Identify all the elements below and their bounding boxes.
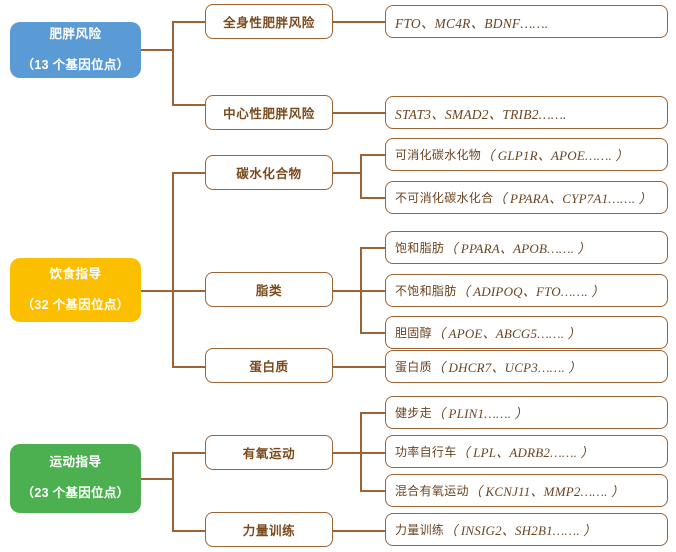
leaf-genes: （ PPARA、CYP7A1……. ） [493, 191, 652, 206]
category-label: 全身性肥胖风险 [223, 16, 315, 30]
leaf-genes: （ APOE、ABCG5……. ） [431, 326, 581, 341]
connector-cat0-to-leaf [333, 21, 385, 23]
leaf-genes: STAT3、SMAD2、TRIB2……. [395, 106, 567, 122]
connector-aerobic-spine [360, 412, 362, 491]
root-node-exercise[interactable]: 运动指导 （23 个基因位点） [10, 444, 141, 513]
leaf-genes: （ DHCR7、UCP3……. ） [431, 360, 582, 375]
root-node-title: 运动指导 [49, 455, 102, 470]
leaf-box-stat3-smad2-trib2[interactable]: STAT3、SMAD2、TRIB2……. [385, 96, 668, 129]
category-label: 力量训练 [242, 524, 296, 538]
leaf-box-cycling[interactable]: 功率自行车 （ LPL、ADRB2……. ） [385, 435, 668, 468]
connector-diet-stem [141, 290, 172, 292]
connector-aerobic-leaf-2 [360, 490, 385, 492]
leaf-genes: FTO、MC4R、BDNF……. [395, 15, 549, 31]
leaf-genes: （ KCNJ11、MMP2……. ） [468, 484, 625, 499]
connector-lipid-leaf-1 [360, 290, 385, 292]
connector-diet-to-cat-0 [172, 172, 205, 174]
connector-lipid-leaf-0 [360, 247, 385, 249]
leaf-genes: （ PLIN1……. ） [431, 406, 528, 421]
leaf-label: 健步走 [395, 406, 432, 420]
leaf-box-strength-training[interactable]: 力量训练 （ INSIG2、SH2B1……. ） [385, 513, 668, 546]
connector-protein-to-leaf [333, 366, 385, 368]
root-node-title: 饮食指导 [49, 266, 102, 281]
leaf-box-fto-mc4r-bdnf[interactable]: FTO、MC4R、BDNF……. [385, 5, 668, 38]
leaf-box-digestible-carbohydrate[interactable]: 可消化碳水化物 （ GLP1R、APOE……. ） [385, 138, 668, 171]
leaf-box-brisk-walking[interactable]: 健步走 （ PLIN1……. ） [385, 396, 668, 429]
connector-obesity-to-cat-1 [172, 104, 205, 106]
connector-exercise-to-cat-0 [172, 452, 205, 454]
leaf-genes: （ ADIPOQ、FTO……. ） [456, 284, 605, 299]
leaf-label: 蛋白质 [395, 360, 432, 374]
leaf-label: 不饱和脂肪 [395, 284, 457, 298]
leaf-label: 可消化碳水化物 [395, 148, 482, 162]
root-node-obesity[interactable]: 肥胖风险 （13 个基因位点） [10, 22, 141, 78]
connector-lipid-leaf-2 [360, 332, 385, 334]
root-node-diet[interactable]: 饮食指导 （32 个基因位点） [10, 258, 141, 322]
leaf-box-cholesterol[interactable]: 胆固醇 （ APOE、ABCG5……. ） [385, 316, 668, 349]
leaf-box-mixed-aerobic[interactable]: 混合有氧运动 （ KCNJ11、MMP2……. ） [385, 474, 668, 507]
leaf-label: 功率自行车 [395, 445, 457, 459]
connector-aerobic-stem [333, 452, 360, 454]
connector-aerobic-leaf-1 [360, 452, 385, 454]
connector-obesity-to-cat-0 [172, 21, 205, 23]
root-node-subtitle: （32 个基因位点） [21, 297, 130, 312]
connector-carb-leaf-1 [360, 197, 385, 199]
category-label: 碳水化合物 [236, 167, 302, 181]
root-node-subtitle: （13 个基因位点） [21, 57, 130, 72]
leaf-box-unsaturated-fat[interactable]: 不饱和脂肪 （ ADIPOQ、FTO……. ） [385, 274, 668, 307]
category-label: 脂类 [255, 284, 283, 298]
connector-diet-to-cat-1 [172, 290, 205, 292]
category-box-lipids[interactable]: 脂类 [205, 272, 333, 307]
connector-exercise-stem [141, 478, 172, 480]
connector-obesity-stem [141, 49, 172, 51]
connector-carb-leaf-0 [360, 154, 385, 156]
connector-carb-spine [360, 154, 362, 197]
connector-exercise-spine [172, 452, 174, 531]
root-node-title: 肥胖风险 [49, 26, 102, 41]
connector-cat1-to-leaf [333, 112, 385, 114]
connector-exercise-to-cat-1 [172, 530, 205, 532]
leaf-label: 混合有氧运动 [395, 484, 469, 498]
category-label: 蛋白质 [249, 360, 289, 374]
category-box-protein[interactable]: 蛋白质 [205, 348, 333, 383]
leaf-label: 饱和脂肪 [395, 241, 445, 255]
leaf-genes: （ LPL、ADRB2……. ） [456, 445, 594, 460]
category-box-whole-body-obesity[interactable]: 全身性肥胖风险 [205, 4, 333, 39]
connector-aerobic-leaf-0 [360, 412, 385, 414]
root-node-subtitle: （23 个基因位点） [21, 486, 130, 500]
leaf-box-protein[interactable]: 蛋白质 （ DHCR7、UCP3……. ） [385, 350, 668, 383]
category-box-strength-training[interactable]: 力量训练 [205, 512, 333, 547]
leaf-box-saturated-fat[interactable]: 饱和脂肪 （ PPARA、APOB……. ） [385, 231, 668, 264]
category-box-central-obesity[interactable]: 中心性肥胖风险 [205, 95, 333, 130]
connector-carb-stem [333, 172, 360, 174]
connector-diet-to-cat-2 [172, 366, 205, 368]
connector-strength-to-leaf [333, 530, 385, 532]
leaf-label: 力量训练 [395, 523, 445, 537]
leaf-genes: （ PPARA、APOB……. ） [444, 241, 591, 256]
category-box-aerobic-exercise[interactable]: 有氧运动 [205, 435, 333, 470]
category-label: 有氧运动 [242, 447, 296, 461]
connector-diet-spine [172, 172, 174, 368]
connector-lipid-stem [333, 290, 360, 292]
leaf-box-indigestible-carbohydrate[interactable]: 不可消化碳水化合 （ PPARA、CYP7A1……. ） [385, 181, 668, 214]
category-label: 中心性肥胖风险 [223, 107, 315, 121]
leaf-genes: （ INSIG2、SH2B1……. ） [444, 523, 597, 538]
leaf-genes: （ GLP1R、APOE……. ） [481, 148, 629, 163]
leaf-label: 胆固醇 [395, 326, 432, 340]
connector-obesity-spine [172, 21, 174, 105]
category-box-carbohydrate[interactable]: 碳水化合物 [205, 155, 333, 190]
leaf-label: 不可消化碳水化合 [395, 191, 494, 205]
